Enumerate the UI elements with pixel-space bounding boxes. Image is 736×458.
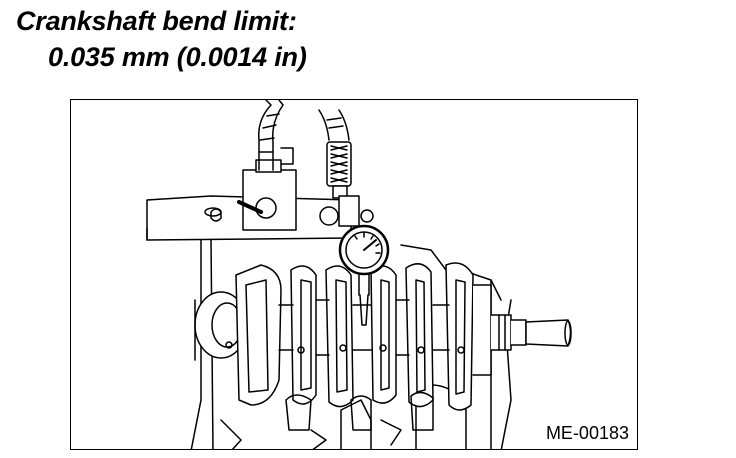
spec-value: 0.035 mm (0.0014 in) xyxy=(48,42,307,72)
crankshaft-rear-end xyxy=(472,284,572,376)
dial-indicator-stem xyxy=(318,109,374,227)
stand-clamp xyxy=(237,100,297,231)
spec-title: Crankshaft bend limit: xyxy=(16,6,297,36)
figure-code: ME-00183 xyxy=(543,423,631,443)
crankshaft-illustration: ME-00183 xyxy=(70,99,638,450)
bearing-caps xyxy=(285,391,434,431)
crankshaft-webs xyxy=(235,262,474,411)
crankshaft-journals xyxy=(225,299,465,356)
dial-indicator xyxy=(338,224,390,326)
